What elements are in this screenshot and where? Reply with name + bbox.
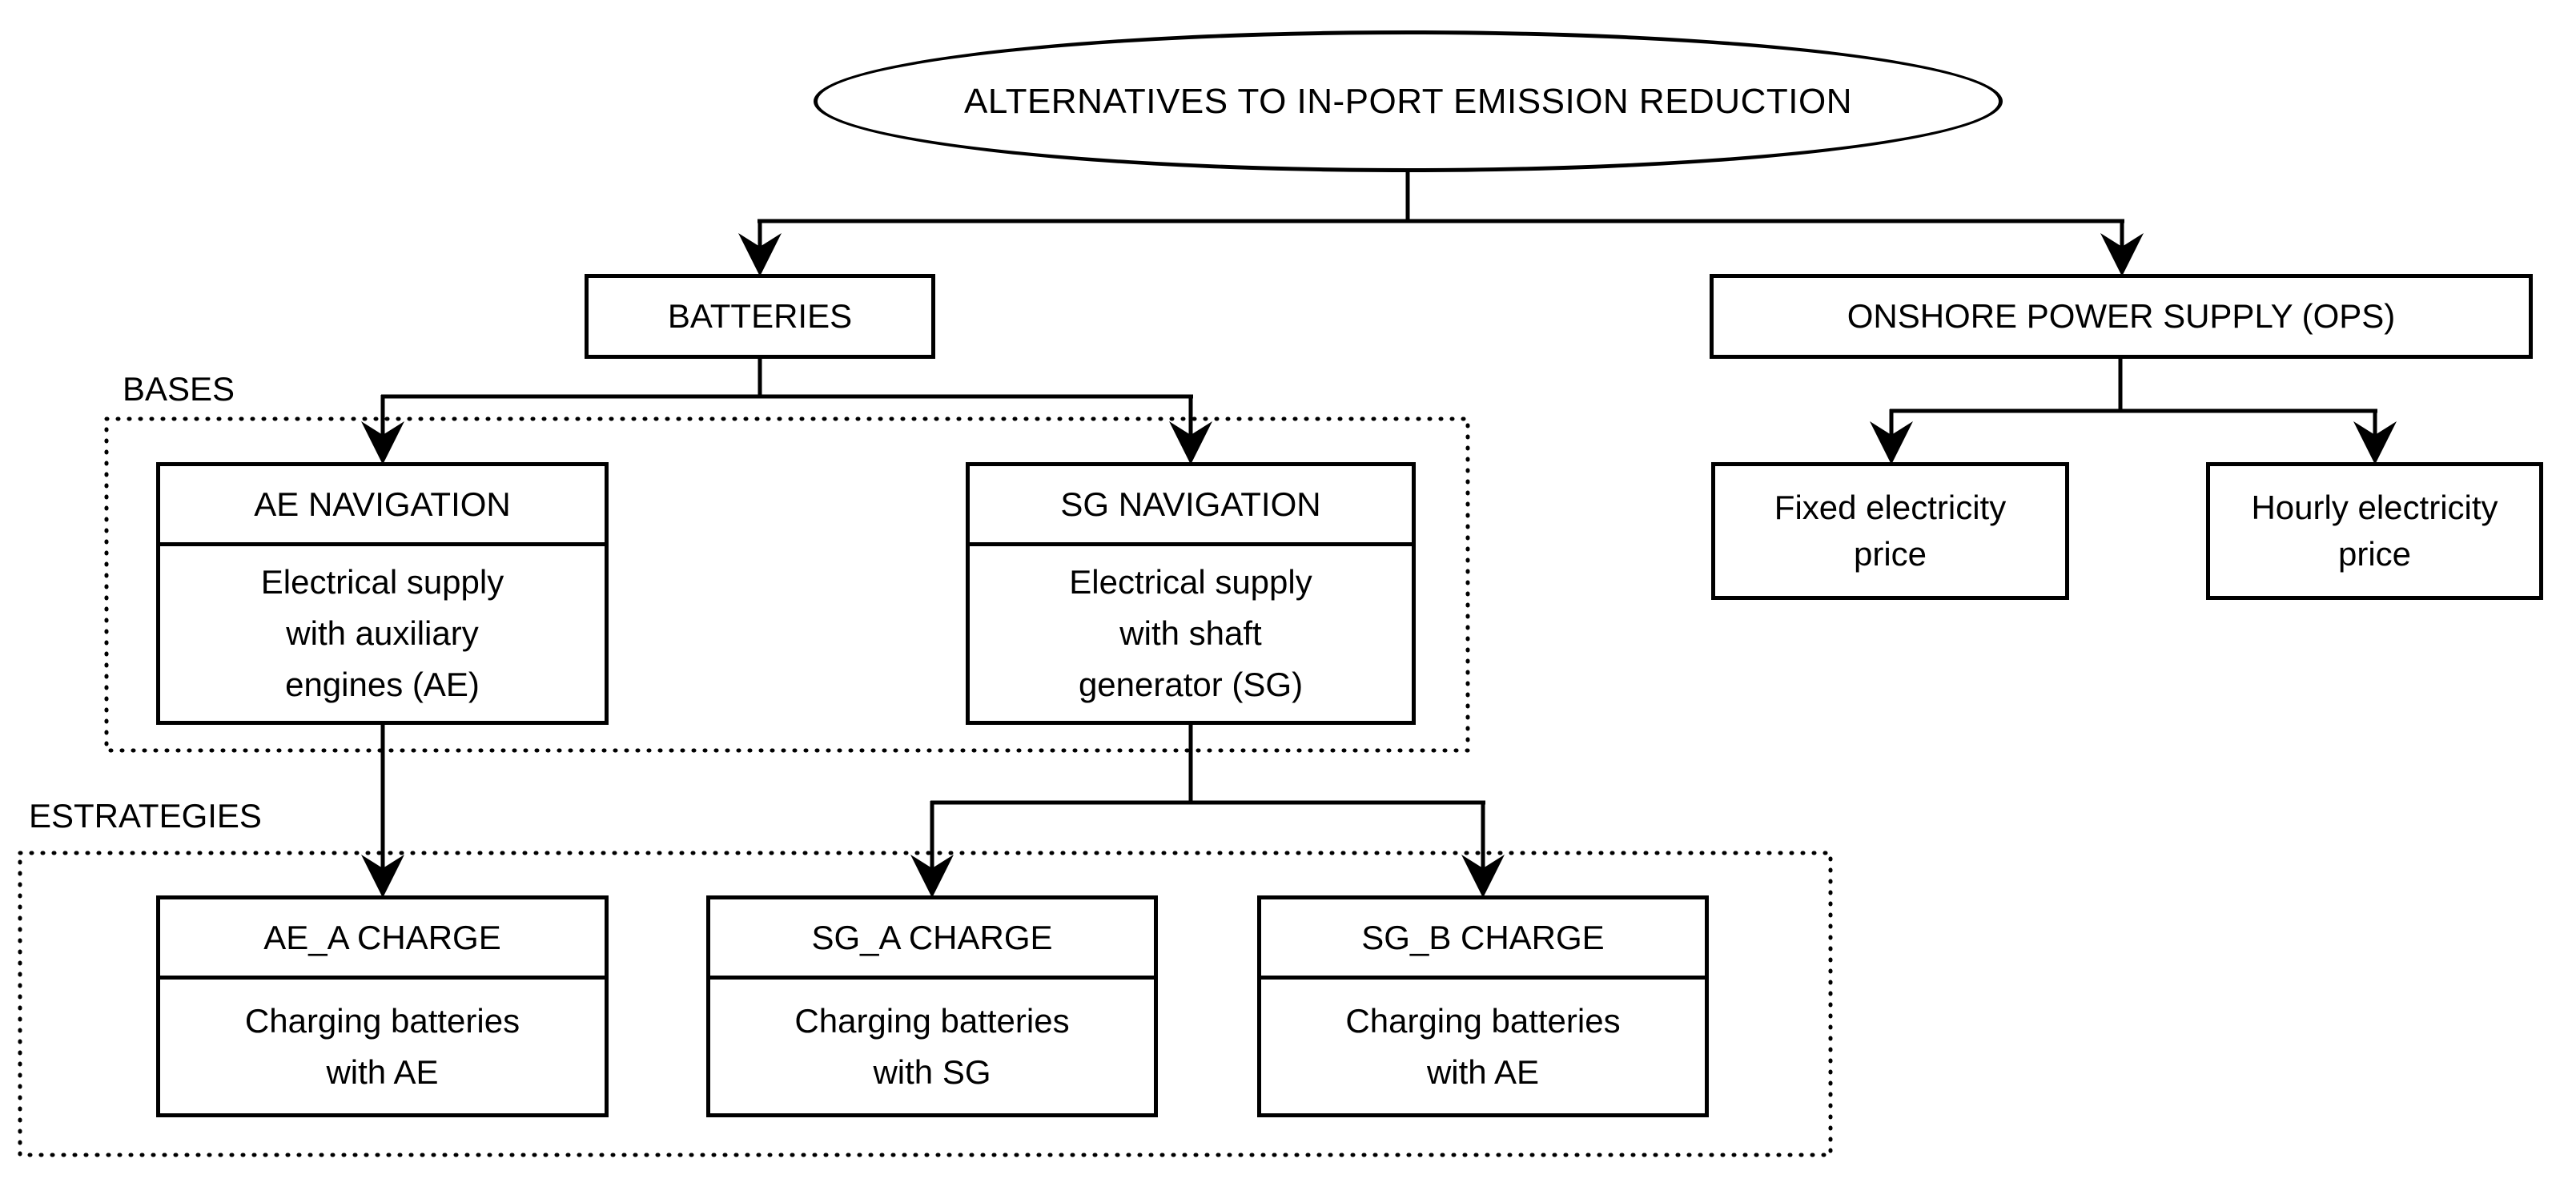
estrategies-group-label: ESTRATEGIES <box>29 797 262 835</box>
onshore-power-supply-node: ONSHORE POWER SUPPLY (OPS) <box>1710 274 2533 359</box>
sg-b-charge-title: SG_B CHARGE <box>1261 899 1705 980</box>
root-node: ALTERNATIVES TO IN-PORT EMISSION REDUCTI… <box>814 30 2003 172</box>
hourly-electricity-price-label: Hourly electricity price <box>2251 489 2498 573</box>
sg-a-charge-node: SG_A CHARGE Charging batteries with SG <box>706 895 1158 1117</box>
ae-a-charge-node: AE_A CHARGE Charging batteries with AE <box>156 895 609 1117</box>
ae-navigation-title: AE NAVIGATION <box>160 466 605 546</box>
ae-a-charge-description: Charging batteries with AE <box>244 1001 520 1091</box>
ae-a-charge-title: AE_A CHARGE <box>160 899 605 980</box>
root-node-label: ALTERNATIVES TO IN-PORT EMISSION REDUCTI… <box>964 81 1852 121</box>
fixed-electricity-price-label: Fixed electricity price <box>1774 489 2007 573</box>
sg-navigation-node: SG NAVIGATION Electrical supply with sha… <box>966 462 1416 725</box>
hourly-electricity-price-node: Hourly electricity price <box>2206 462 2543 600</box>
fixed-electricity-price-node: Fixed electricity price <box>1711 462 2069 600</box>
sg-a-charge-description: Charging batteries with SG <box>794 1001 1070 1091</box>
bases-group-label: BASES <box>123 370 235 408</box>
batteries-node: BATTERIES <box>585 274 935 359</box>
ae-navigation-node: AE NAVIGATION Electrical supply with aux… <box>156 462 609 725</box>
ae-navigation-description: Electrical supply with auxiliary engines… <box>260 563 504 703</box>
onshore-power-supply-label: ONSHORE POWER SUPPLY (OPS) <box>1847 297 2396 335</box>
sg-navigation-description: Electrical supply with shaft generator (… <box>1069 563 1312 703</box>
sg-b-charge-node: SG_B CHARGE Charging batteries with AE <box>1257 895 1709 1117</box>
sg-b-charge-description: Charging batteries with AE <box>1345 1001 1621 1091</box>
sg-a-charge-title: SG_A CHARGE <box>710 899 1154 980</box>
sg-navigation-title: SG NAVIGATION <box>970 466 1412 546</box>
batteries-label: BATTERIES <box>667 297 853 335</box>
